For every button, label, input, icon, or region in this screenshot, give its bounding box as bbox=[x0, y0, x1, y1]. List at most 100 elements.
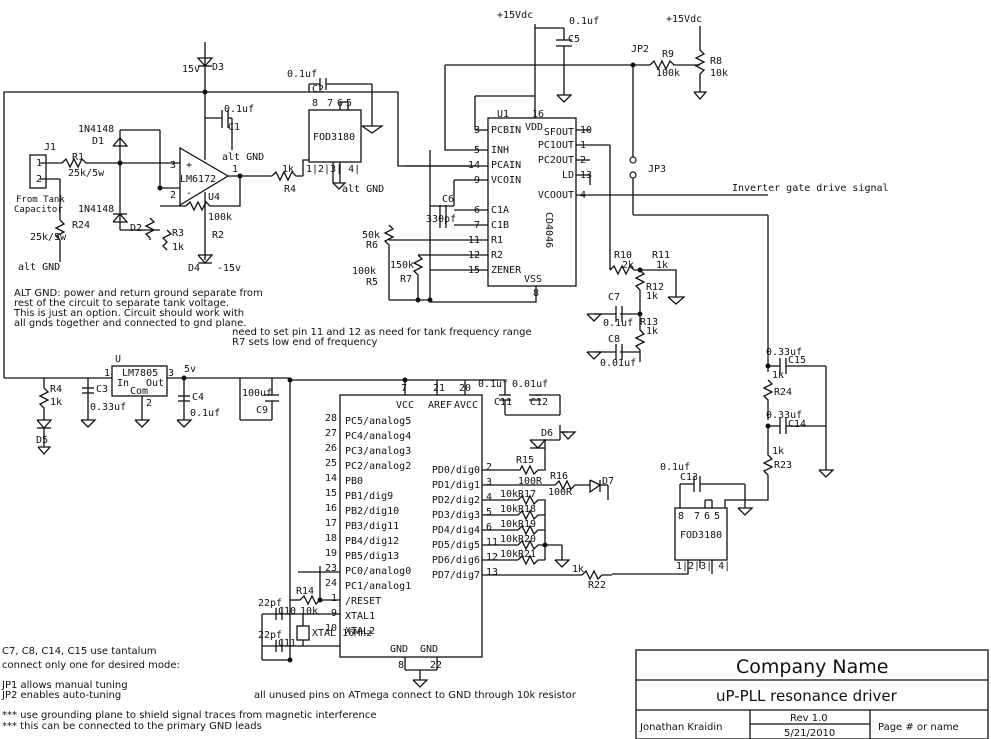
j1-pin-2: 2 bbox=[36, 174, 42, 185]
label-c13-value: 0.1uf bbox=[660, 462, 690, 473]
opamp-plus: + bbox=[186, 160, 192, 171]
label-r4b-value: 1k bbox=[50, 397, 62, 408]
label-c10: C10 bbox=[278, 606, 296, 617]
atmega-pin-num: 24 bbox=[325, 578, 337, 589]
note-altgnd-4: all gnds together and connected to gnd p… bbox=[14, 318, 246, 329]
label-c8-value: 0.01uf bbox=[600, 358, 636, 369]
atmega-pin-num: 22 bbox=[430, 660, 442, 671]
label-jp3: JP3 bbox=[648, 164, 666, 175]
label-c12: C12 bbox=[530, 397, 548, 408]
label-j1: J1 bbox=[44, 142, 56, 153]
label-r17-value: 10k bbox=[500, 489, 518, 500]
label-r14: R14 bbox=[296, 586, 314, 597]
label-out: Out bbox=[146, 378, 164, 389]
label-c4-value: 0.1uf bbox=[190, 408, 220, 419]
j1-pin-1: 1 bbox=[36, 158, 42, 169]
label-in: In bbox=[117, 378, 129, 389]
supply-15vdc-a: +15Vdc bbox=[497, 10, 533, 21]
label-r12-value: 1k bbox=[646, 291, 658, 302]
atmega-pin-num: 9 bbox=[331, 608, 337, 619]
label-r3-value: 1k bbox=[172, 242, 184, 253]
atmega-pin-num: 12 bbox=[486, 552, 498, 563]
title-author: Jonathan Kraidin bbox=[639, 722, 722, 733]
label-altgnd-3: alt GND bbox=[342, 184, 384, 195]
label-r19: R19 bbox=[518, 519, 536, 530]
cd4046-pin-name: INH bbox=[491, 145, 509, 156]
label-c14-value: 0.33uf bbox=[766, 410, 802, 421]
label-r6-value: 50k bbox=[362, 230, 380, 241]
label-r11: R11 bbox=[652, 250, 670, 261]
fod1-pin-8: 8 bbox=[312, 98, 318, 109]
atmega-pin-num: 27 bbox=[325, 428, 337, 439]
fod2-pin-7: 7 bbox=[694, 511, 700, 522]
atmega-pin-num: 7 bbox=[401, 383, 407, 394]
fod2-pin-8: 8 bbox=[678, 511, 684, 522]
label-xtal: XTAL 16Mhz bbox=[312, 628, 372, 639]
note-tantalum-5: JP2 enables auto-tuning bbox=[1, 690, 121, 701]
label-c8: C8 bbox=[608, 334, 620, 345]
label-r24: R24 bbox=[72, 220, 90, 231]
label-c7-value: 0.1uf bbox=[603, 318, 633, 329]
fod1-pins-bottom: 1|2|3| 4| bbox=[306, 164, 360, 175]
atmega-pin-name: /RESET bbox=[345, 596, 381, 607]
cd4046-pin-num: 13 bbox=[580, 170, 592, 181]
note-tantalum-4: JP1 allows manual tuning bbox=[1, 680, 128, 691]
atmega-pin-name: PB5/dig13 bbox=[345, 551, 399, 562]
label-r6: R6 bbox=[366, 240, 378, 251]
atmega-pin-name: AREF bbox=[428, 400, 452, 411]
label-d2: D2 bbox=[130, 223, 142, 234]
atmega-pin-num: 8 bbox=[398, 660, 404, 671]
label-c7: C7 bbox=[608, 292, 620, 303]
label-cd4046: CD4046 bbox=[543, 212, 554, 248]
cd4046-pin-name: PC1OUT bbox=[538, 140, 574, 151]
atmega-pin-num: 14 bbox=[325, 473, 337, 484]
cd4046-pin-num: 15 bbox=[468, 265, 480, 276]
atmega-pin-name: PD5/dig5 bbox=[432, 540, 480, 551]
label-c6-value: 330pf bbox=[426, 214, 456, 225]
cd4046-pin-num: 4 bbox=[580, 190, 586, 201]
cd4046-pin-num: 1 bbox=[580, 140, 586, 151]
label-lm6172: LM6172 bbox=[180, 174, 216, 185]
cd4046-pin-num: 5 bbox=[474, 145, 480, 156]
cd4046-pin-name: SFOUT bbox=[544, 127, 574, 138]
label-c3: C3 bbox=[96, 384, 108, 395]
note-altgnd-1: ALT GND: power and return ground separat… bbox=[14, 288, 263, 299]
atmega-pin-name: PC2/analog2 bbox=[345, 461, 411, 472]
note-unused: all unused pins on ATmega connect to GND… bbox=[254, 690, 577, 701]
label-fod3180-2: FOD3180 bbox=[680, 530, 722, 541]
label-c6: C6 bbox=[442, 194, 454, 205]
cd4046-pin-num: 7 bbox=[474, 220, 480, 231]
title-page: Page # or name bbox=[878, 722, 959, 733]
label-c11b: C11 bbox=[278, 638, 296, 649]
label-r4b: R4 bbox=[50, 384, 62, 395]
atmega-pin-name: PC4/analog4 bbox=[345, 431, 411, 442]
label-c5-value: 0.1uf bbox=[569, 16, 599, 27]
label-r8-value: 10k bbox=[710, 68, 728, 79]
label-c11: C11 bbox=[494, 397, 512, 408]
label-c4: C4 bbox=[192, 392, 204, 403]
fod2-pin-6: 6 bbox=[704, 511, 710, 522]
label-r23-value: 1k bbox=[772, 446, 784, 457]
label-r4: R4 bbox=[284, 184, 296, 195]
label-c3-value: 0.33uf bbox=[90, 402, 126, 413]
label-r2-value: 100k bbox=[208, 212, 232, 223]
atmega-pin-name: PC1/analog1 bbox=[345, 581, 411, 592]
atmega-pin-num: 6 bbox=[486, 522, 492, 533]
label-c2: C2 bbox=[312, 84, 324, 95]
atmega-pin-name: GND bbox=[390, 644, 408, 655]
label-r23: R23 bbox=[774, 460, 792, 471]
cd4046-pin-num: 10 bbox=[580, 125, 592, 136]
label-capacitor: Capacitor bbox=[14, 205, 63, 215]
fod1-pin-5: 5 bbox=[346, 98, 352, 109]
label-r22-value: 1k bbox=[572, 564, 584, 575]
atmega-pin-name: PB4/dig12 bbox=[345, 536, 399, 547]
label-d5: D5 bbox=[36, 435, 48, 446]
label-d7: D7 bbox=[602, 476, 614, 487]
atmega-pin-num: 5 bbox=[486, 507, 492, 518]
junction-dots bbox=[117, 62, 771, 663]
cd4046-pin-num: 12 bbox=[468, 250, 480, 261]
atmega-pin-num: 23 bbox=[325, 563, 337, 574]
atmega-pin-name: XTAL2 bbox=[345, 626, 375, 637]
